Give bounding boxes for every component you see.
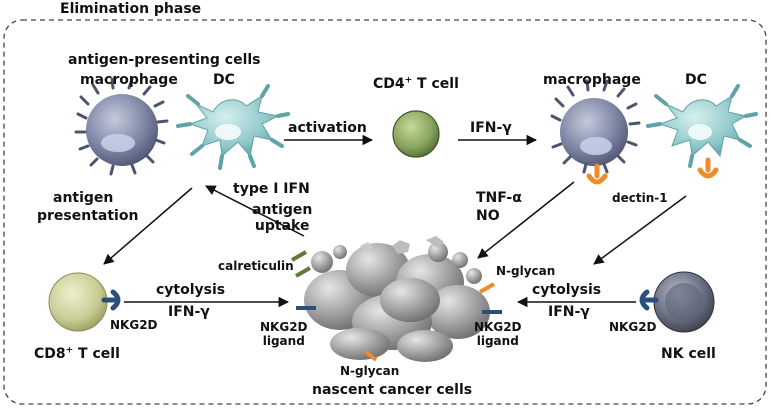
dc-right-cell — [646, 84, 758, 179]
cd4-t-cell — [392, 110, 440, 158]
macrophage-right-cell — [550, 79, 641, 185]
nkg2d-ligand-left-label: NKG2D ligand — [260, 320, 308, 348]
arrow-antigen-presentation — [103, 187, 193, 265]
cd8-t-cell-label: CD8+ T cell — [34, 345, 120, 362]
dc-left-label: DC — [213, 72, 235, 88]
arrow-type-i-ifn-uptake — [205, 185, 305, 237]
nascent-cancer-cells-cluster — [291, 236, 502, 362]
arrow-dectin — [593, 195, 687, 265]
arrow-tnf-no — [477, 181, 575, 259]
dectin-1-label: dectin-1 — [612, 191, 668, 205]
dc-left-cell — [176, 84, 290, 170]
macrophage-right-label: macrophage — [543, 72, 641, 88]
antigen-uptake-label: antigen uptake — [252, 202, 313, 234]
nkg2d-ligand-right-label: NKG2D ligand — [474, 320, 522, 348]
tnf-alpha-label: TNF-α — [476, 190, 522, 206]
cytolysis-right-label: cytolysis — [532, 282, 602, 298]
cd8-t-cell — [48, 272, 121, 332]
nascent-cancer-cells-label: nascent cancer cells — [312, 382, 473, 398]
nkg2d-right-label: NKG2D — [609, 320, 657, 334]
nkg2d-left-label: NKG2D — [110, 318, 158, 332]
macrophage-left-label: macrophage — [80, 72, 178, 88]
nk-cell-label: NK cell — [661, 346, 716, 362]
phase-title: Elimination phase — [60, 1, 202, 17]
ifn-gamma-top-label: IFN-γ — [470, 120, 512, 136]
dc-right-label: DC — [685, 72, 707, 88]
antigen-label: antigen — [53, 190, 114, 206]
activation-label: activation — [288, 120, 367, 136]
type-i-ifn-label: type I IFN — [233, 181, 310, 197]
ifn-gamma-left-label: IFN-γ — [168, 304, 210, 320]
presentation-label: presentation — [37, 208, 139, 224]
macrophage-left-cell — [74, 77, 169, 176]
apc-title: antigen-presenting cells — [68, 52, 261, 68]
phase-frame — [3, 19, 767, 405]
cytolysis-left-label: cytolysis — [156, 282, 226, 298]
cd4-t-cell-label: CD4+ T cell — [373, 75, 459, 92]
no-label: NO — [476, 208, 500, 224]
calreticulin-label: calreticulin — [218, 259, 294, 273]
nk-cell — [639, 271, 715, 333]
n-glycan-bottom-label: N-glycan — [340, 364, 400, 378]
ifn-gamma-right-label: IFN-γ — [548, 304, 590, 320]
n-glycan-right-label: N-glycan — [496, 264, 556, 278]
